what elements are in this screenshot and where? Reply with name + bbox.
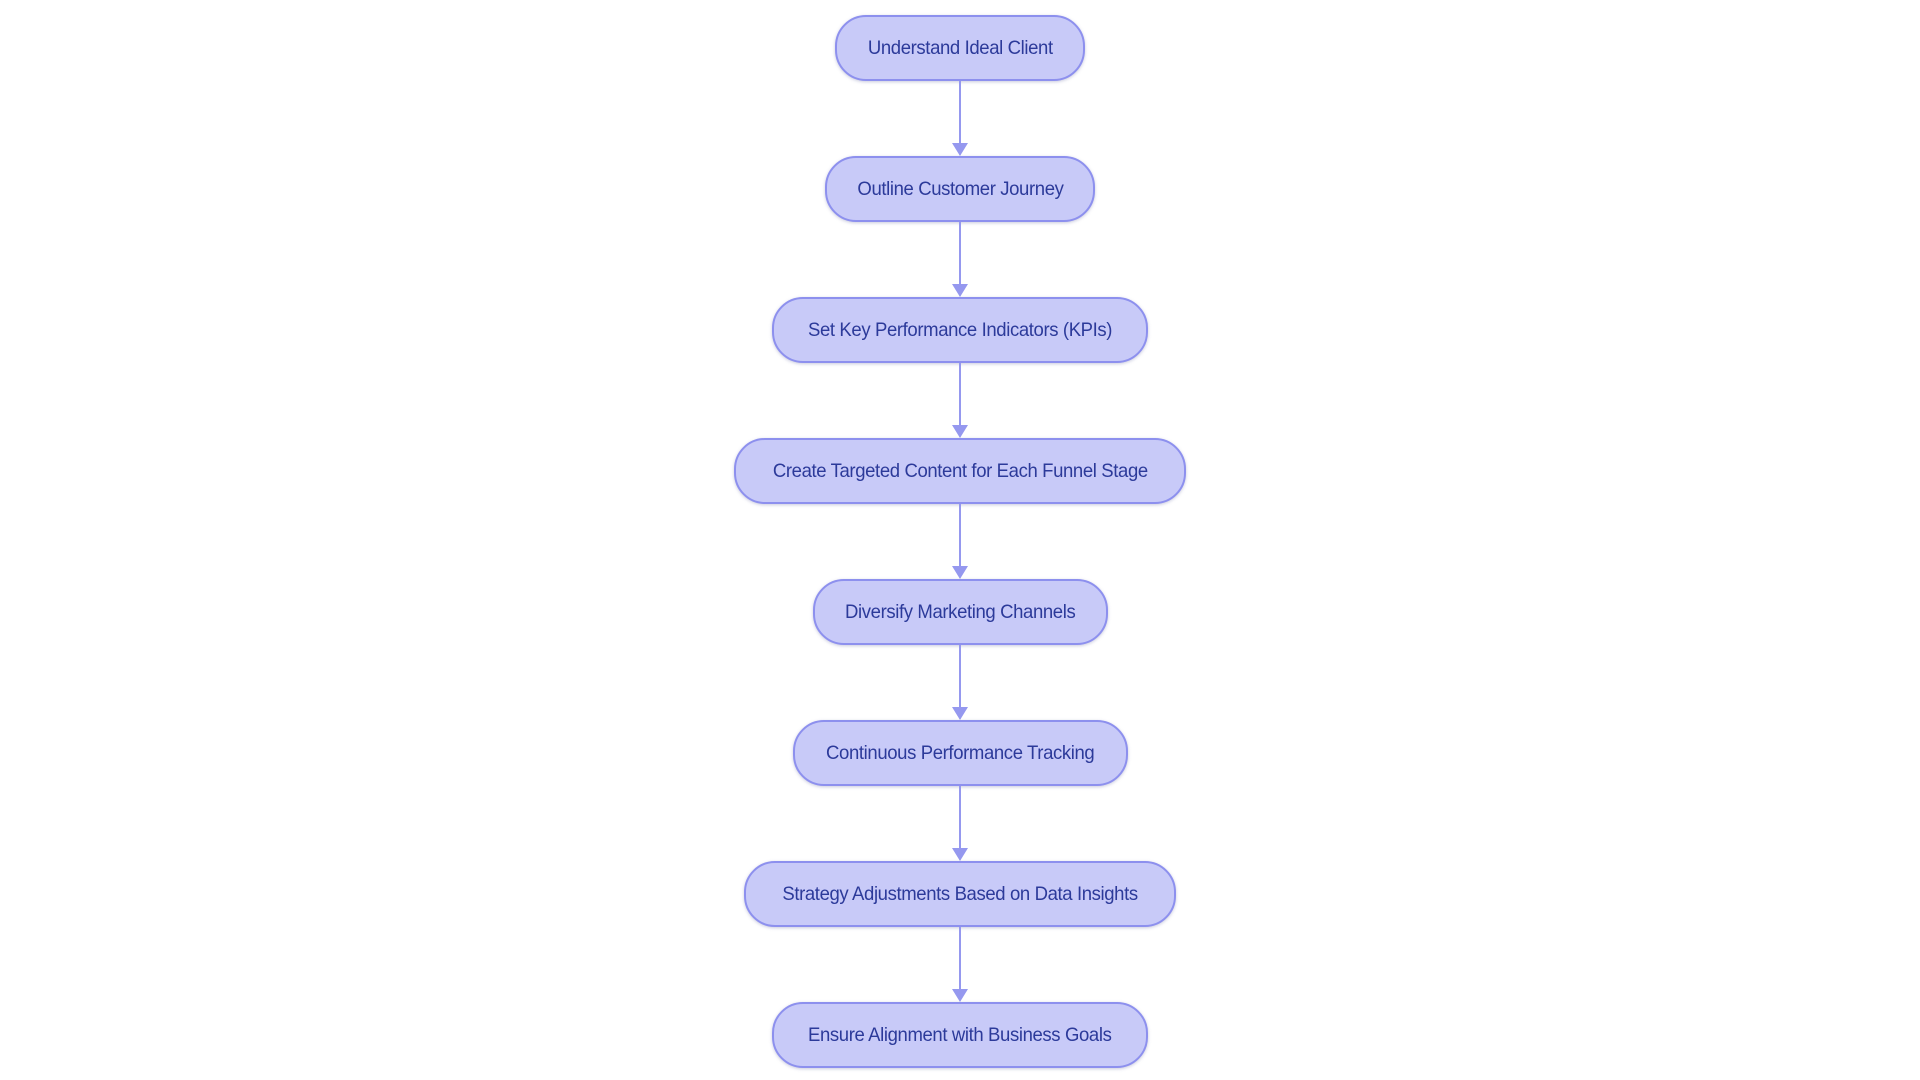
flow-node-set-kpis: Set Key Performance Indicators (KPIs) (772, 297, 1148, 363)
flow-node-create-targeted-content: Create Targeted Content for Each Funnel … (734, 438, 1186, 504)
flow-node-label: Strategy Adjustments Based on Data Insig… (782, 882, 1138, 905)
arrow-head-icon (952, 143, 968, 156)
flow-node-label: Outline Customer Journey (856, 177, 1064, 200)
flow-node-outline-customer-journey: Outline Customer Journey (825, 156, 1095, 222)
flow-node-label: Diversify Marketing Channels (845, 600, 1076, 623)
flow-node-understand-ideal-client: Understand Ideal Client (835, 15, 1085, 81)
flow-node-label: Continuous Performance Tracking (826, 741, 1095, 764)
arrow-line (959, 927, 961, 989)
connector-arrow-5 (952, 645, 968, 720)
arrow-line (959, 222, 961, 284)
arrow-line (959, 363, 961, 425)
arrow-head-icon (952, 707, 968, 720)
arrow-line (959, 645, 961, 707)
flow-node-diversify-marketing-channels: Diversify Marketing Channels (813, 579, 1108, 645)
arrow-head-icon (952, 566, 968, 579)
flow-node-strategy-adjustments: Strategy Adjustments Based on Data Insig… (744, 861, 1176, 927)
arrow-head-icon (952, 989, 968, 1002)
flow-node-continuous-performance-tracking: Continuous Performance Tracking (793, 720, 1128, 786)
flow-node-label: Set Key Performance Indicators (KPIs) (807, 318, 1113, 341)
connector-arrow-3 (952, 363, 968, 438)
connector-arrow-4 (952, 504, 968, 579)
arrow-head-icon (952, 284, 968, 297)
flow-node-label: Understand Ideal Client (867, 36, 1053, 59)
arrow-line (959, 81, 961, 143)
arrow-line (959, 504, 961, 566)
flow-node-label: Create Targeted Content for Each Funnel … (772, 459, 1148, 482)
connector-arrow-2 (952, 222, 968, 297)
flow-node-label: Ensure Alignment with Business Goals (808, 1023, 1112, 1046)
connector-arrow-6 (952, 786, 968, 861)
arrow-head-icon (952, 425, 968, 438)
connector-arrow-1 (952, 81, 968, 156)
flow-node-ensure-alignment-business-goals: Ensure Alignment with Business Goals (772, 1002, 1148, 1068)
connector-arrow-7 (952, 927, 968, 1002)
arrow-head-icon (952, 848, 968, 861)
arrow-line (959, 786, 961, 848)
